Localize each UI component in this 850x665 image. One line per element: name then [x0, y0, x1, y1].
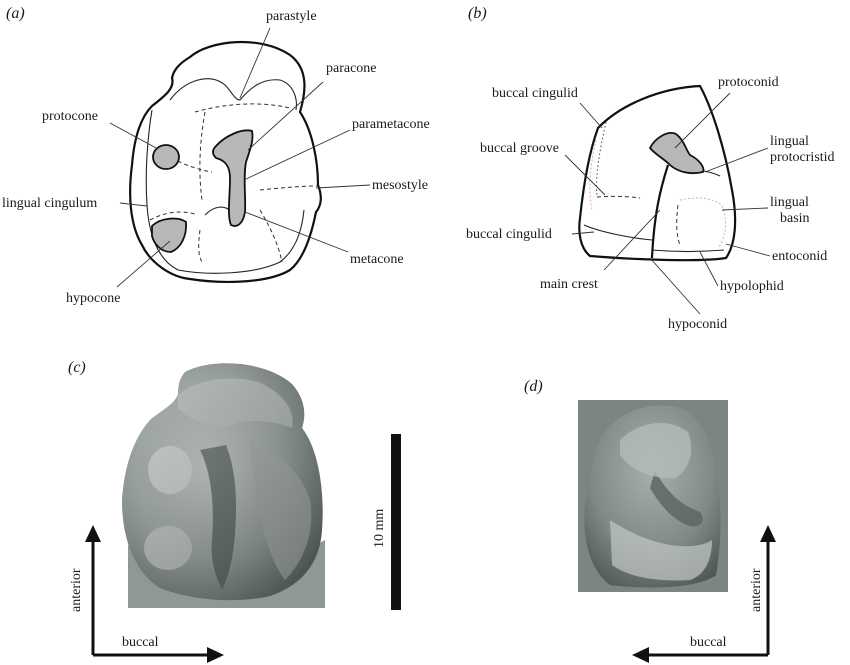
axis-c-buccal: buccal [122, 635, 159, 650]
render-d-ridge [650, 470, 703, 527]
protocone-cusp [152, 144, 180, 170]
internal-ridge-4 [259, 185, 319, 191]
label-lingual-basin-1: lingual [770, 195, 809, 210]
leader-metacone [244, 211, 349, 253]
label-lingual-cingulum: lingual cingulum [2, 196, 97, 211]
label-lingual-basin-2: basin [780, 211, 810, 226]
render-c-shade [122, 363, 323, 601]
label-protocone: protocone [42, 109, 98, 124]
panel-a: (a) p [2, 5, 430, 306]
scale-bar [391, 434, 401, 610]
label-hypoconid: hypoconid [668, 317, 727, 332]
leader-hypolophid [699, 251, 719, 287]
buccal-cingulid-line [583, 224, 653, 241]
orientation-arrows-c [85, 525, 224, 663]
leader-protoconid [674, 92, 731, 149]
panel-b: (b) protoconid buccal ci [466, 5, 835, 332]
leader-lingual-protocristid [704, 147, 769, 173]
render-d-cusp-highlight [620, 422, 692, 479]
buccal-cingulid-dots [596, 121, 607, 196]
main-crest-line [650, 164, 670, 259]
leader-buccal-cingulid-bottom [571, 231, 595, 235]
label-metacone: metacone [350, 252, 404, 267]
leader-protocone [109, 122, 159, 150]
lower-molar-3d-render [578, 400, 728, 592]
label-buccal-cingulid-bottom: buccal cingulid [466, 227, 552, 242]
label-buccal-groove: buccal groove [480, 141, 559, 156]
axis-c-anterior: anterior [69, 568, 84, 612]
arrow-d-horizontal-head [632, 647, 649, 663]
buccal-margin-pink [589, 139, 597, 211]
panel-c: (c) 10 mm anterior [68, 359, 401, 663]
internal-ridge-7 [259, 209, 283, 263]
lower-molar-outline [578, 84, 737, 262]
leader-hypoconid [649, 257, 701, 315]
leader-parastyle [239, 27, 271, 99]
molar-outline [129, 40, 322, 283]
panel-c-letter: (c) [68, 359, 86, 376]
leader-lingual-basin [721, 207, 769, 211]
leader-paracone [247, 81, 324, 151]
axis-d-buccal: buccal [690, 635, 727, 650]
paracone-metacone-cusp [212, 129, 254, 227]
panel-d-letter: (d) [524, 378, 543, 395]
label-lingual-protocristid-2: protocristid [770, 150, 835, 165]
label-protoconid: protoconid [718, 75, 779, 90]
leader-parametacone [243, 129, 351, 181]
label-lingual-protocristid-1: lingual [770, 134, 809, 149]
leader-buccal-groove [564, 154, 606, 196]
leader-mesostyle [315, 184, 371, 189]
lower-molar-diagram [578, 84, 737, 262]
lingual-basin-dash [676, 204, 681, 246]
arrow-c-vertical-head [85, 525, 101, 542]
inner-crown-contour [145, 109, 305, 274]
label-buccal-cingulid-top: buccal cingulid [492, 86, 578, 101]
render-d-basin [610, 520, 712, 581]
upper-molar-diagram [129, 40, 322, 283]
leader-main-crest [603, 209, 661, 271]
internal-ridge-6 [198, 229, 203, 263]
protoconid-cusp [648, 132, 705, 175]
panel-d: (d) anterior buccal [524, 378, 776, 663]
panel-b-letter: (b) [468, 5, 487, 22]
axis-d-anterior: anterior [749, 568, 764, 612]
label-paracone: paracone [326, 61, 377, 76]
internal-ridge-1 [194, 103, 291, 113]
label-entoconid: entoconid [772, 249, 827, 264]
label-hypocone: hypocone [66, 291, 120, 306]
parastyle-lobe-line [169, 78, 297, 111]
upper-molar-3d-render [122, 363, 325, 608]
leader-lingual-cingulum [119, 202, 148, 207]
label-main-crest: main crest [540, 277, 598, 292]
arrow-d-vertical-head [760, 525, 776, 542]
panel-a-letter: (a) [6, 5, 25, 22]
leader-entoconid [725, 243, 771, 257]
orientation-arrows-d [632, 525, 776, 663]
internal-ridge-2 [199, 111, 206, 201]
lingual-basin-outline [679, 197, 726, 249]
label-parametacone: parametacone [352, 117, 430, 132]
label-parastyle: parastyle [266, 9, 317, 24]
label-mesostyle: mesostyle [372, 178, 428, 193]
hypolophid-line [651, 249, 725, 253]
leader-hypocone [116, 240, 171, 288]
hypocone-cusp [151, 217, 187, 253]
metacone-fold [204, 206, 233, 216]
buccal-groove-line [596, 195, 641, 199]
arrow-c-horizontal-head [207, 647, 224, 663]
internal-ridge-5 [149, 211, 196, 221]
scale-bar-label: 10 mm [372, 509, 387, 548]
leader-buccal-cingulid-top [579, 102, 603, 129]
label-hypolophid: hypolophid [720, 279, 784, 294]
